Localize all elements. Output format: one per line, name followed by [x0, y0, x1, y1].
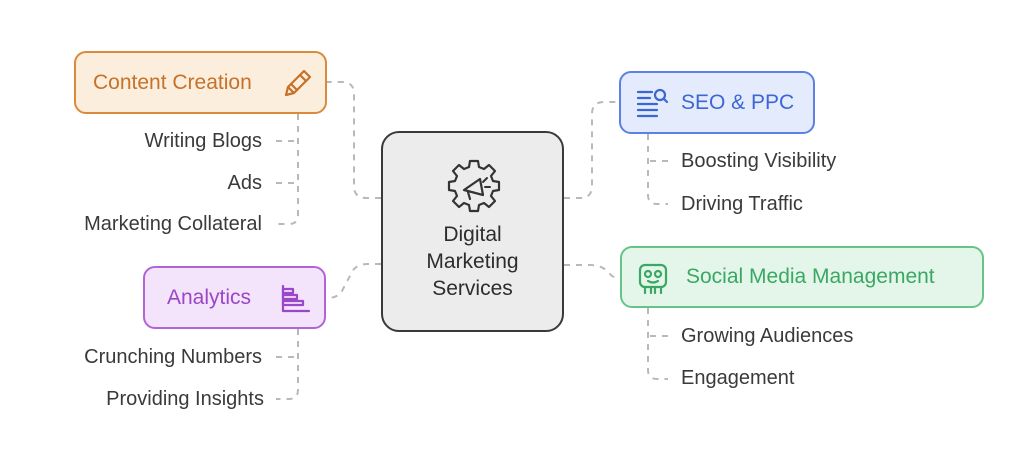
center-title: Digital Marketing Services: [383, 221, 562, 302]
center-node: Digital Marketing Services: [381, 131, 564, 332]
branch-label: Analytics: [167, 285, 252, 309]
center-title-line: Digital: [443, 223, 502, 246]
branch-content-creation: Content Creation: [74, 51, 327, 114]
search-list-icon: [636, 88, 669, 118]
leaf-boosting-visibility: Boosting Visibility: [681, 150, 837, 172]
leaf-growing-audiences: Growing Audiences: [681, 325, 854, 347]
branch-analytics: Analytics: [143, 266, 326, 329]
center-title-line: Services: [432, 277, 513, 300]
leaf-driving-traffic: Driving Traffic: [681, 193, 803, 215]
bar-chart-icon: [281, 284, 311, 313]
gear-megaphone-icon: [447, 159, 501, 213]
leaf-marketing-collateral: Marketing Collateral: [84, 213, 262, 235]
leaf-engagement: Engagement: [681, 367, 795, 389]
social-mascot-icon: [638, 263, 668, 295]
branch-label: Content Creation: [93, 70, 252, 94]
center-title-line: Marketing: [426, 250, 519, 273]
leaf-writing-blogs: Writing Blogs: [144, 130, 262, 152]
branch-label: SEO & PPC: [681, 90, 795, 114]
leaf-providing-insights: Providing Insights: [106, 388, 264, 410]
branch-label: Social Media Management: [686, 265, 935, 288]
branch-seo-ppc: SEO & PPC: [619, 71, 815, 134]
leaf-crunching-numbers: Crunching Numbers: [84, 346, 262, 368]
branch-social-media: Social Media Management: [620, 246, 984, 308]
leaf-ads: Ads: [227, 172, 262, 194]
pencil-icon: [284, 69, 312, 97]
